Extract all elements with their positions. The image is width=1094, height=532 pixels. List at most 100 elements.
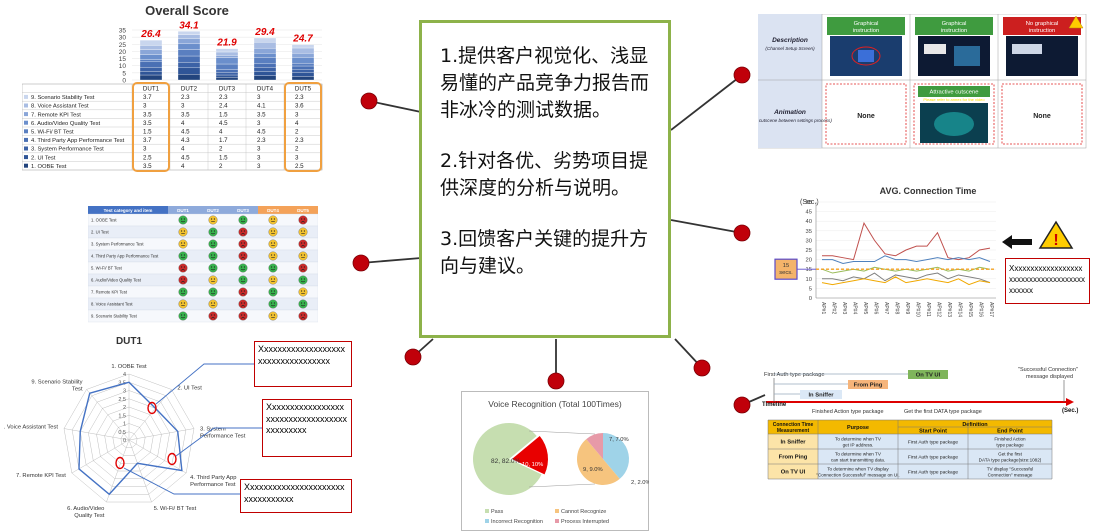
overall-cell-value: 1.5 [219,111,228,118]
smiley-mouth [270,292,276,295]
smiley-eye [213,314,215,316]
radar-ring [71,381,187,495]
smiley-face-icon [298,227,308,237]
overall-ytick: 0 [122,78,126,85]
pie-sub-slice [586,433,603,459]
smiley-eye [271,290,273,292]
smiley-eye [303,278,305,280]
radar-series [78,381,183,496]
uic-anim-caption: Please refer to annex for the video [923,97,985,102]
smiley-eye [271,278,273,280]
tl-row-cell-text: To determine when TV [835,437,882,442]
conn-series-line [822,221,991,261]
smiley-face-icon [208,227,218,237]
overall-cell-value: 3.5 [143,111,152,118]
smiley-face-icon [268,251,278,261]
smiley-eye [273,230,275,232]
smiley-mouth [210,244,216,247]
smiley-mouth [240,233,246,235]
overall-row-label: 8. Voice Assistant Test [31,104,89,110]
radar-ring [63,373,195,503]
tl-axis-arrow [1066,398,1074,406]
conn-threshold-label: 15 [783,263,789,269]
tl-stage-label: In Sniffer [808,393,834,399]
tl-header-label: Connection Time [773,422,814,428]
overall-cell-value: 3 [257,146,261,153]
smiley-mouth [240,293,246,295]
center-summary-box: 1.提供客户视觉化、浅显易懂的产品竞争力报告而非冰冷的测试数据。 2.针对各优、… [419,20,671,338]
smiley-row [88,261,318,275]
tl-row-cell-text: To determine when TV display [827,467,889,472]
overall-bar-segment [177,74,201,81]
uic-thumb-box [1012,44,1042,54]
conn-xtick: AP#14 [957,302,963,317]
smiley-face-icon [268,299,278,309]
smiley-row [88,309,318,323]
tl-start-note: First Auth type package [764,372,825,378]
smiley-eye [181,254,183,256]
smiley-eye [211,254,213,256]
overall-bar-segment [291,71,315,77]
radar-callout-box-3: Xxxxxxxxxxxxxxxxxxxxxxxxxxxxxxxxx [240,479,352,513]
smiley-face-icon [298,215,308,225]
smiley-eye [273,314,275,316]
overall-cell-value: 3 [295,154,299,161]
overall-cell-value: 3 [295,111,299,118]
smiley-face-icon [178,275,188,285]
smiley-face-icon [238,215,248,225]
overall-row-label: 9. Scenario Stability Test [31,95,95,101]
tl-row-cell [818,449,1052,464]
radar-tick: 2.5 [118,397,126,403]
overall-cell-value: 3 [257,94,261,101]
smiley-header-label: DUT1 [177,208,189,213]
uic-row-sublabel: (The cutscene between settings process) [758,118,832,123]
smiley-eye [241,218,243,220]
conn-xtick: AP#17 [988,302,994,317]
smiley-eye [183,290,185,292]
smiley-eye [303,218,305,220]
smiley-eye [241,278,243,280]
smiley-mouth [210,268,216,271]
smiley-eye [243,230,245,232]
smiley-face-icon [238,275,248,285]
overall-legend-swatch [24,155,28,160]
smiley-eye [303,314,305,316]
smiley-eye [271,266,273,268]
overall-cell-value: 3.5 [143,163,152,170]
overall-total-label: 26.4 [140,29,161,40]
uic-header-label: Graphical [854,21,879,27]
overall-bar-segment [253,42,277,49]
pie-sub-label: 7, 7.0% [609,437,629,443]
overall-highlight-column [132,82,170,172]
uic-header-banner [1003,17,1081,35]
smiley-mouth [240,220,246,223]
overall-cell-value: 3 [181,103,185,110]
tl-row-cell-text: To determine when TV [835,452,882,457]
smiley-row-label: 4. Third Party App Performance Test [91,254,159,259]
overall-bar-segment [139,59,163,63]
overall-column-header: DUT1 [143,86,160,93]
overall-bars [139,31,315,81]
smiley-eye [273,290,275,292]
smiley-mouth [240,280,246,283]
smiley-face-icon [178,263,188,273]
smiley-mouth [240,317,246,319]
smiley-face-icon [208,239,218,249]
overall-bar-segment [253,66,277,72]
pie-legend-swatch [485,509,489,513]
smiley-header-label: DUT2 [207,208,219,213]
radar-callout-line [175,427,262,457]
smiley-mouth [180,292,186,295]
smiley-eye [303,290,305,292]
smiley-mouth [180,316,186,319]
radar-callout-box-2: Xxxxxxxxxxxxxxxxxxxxxxxxxxxxxxxxxxxxxxxx… [262,399,352,457]
conn-ytick: 0 [809,296,812,302]
overall-cell-value: 2.3 [181,94,190,101]
smiley-face-icon [178,239,188,249]
